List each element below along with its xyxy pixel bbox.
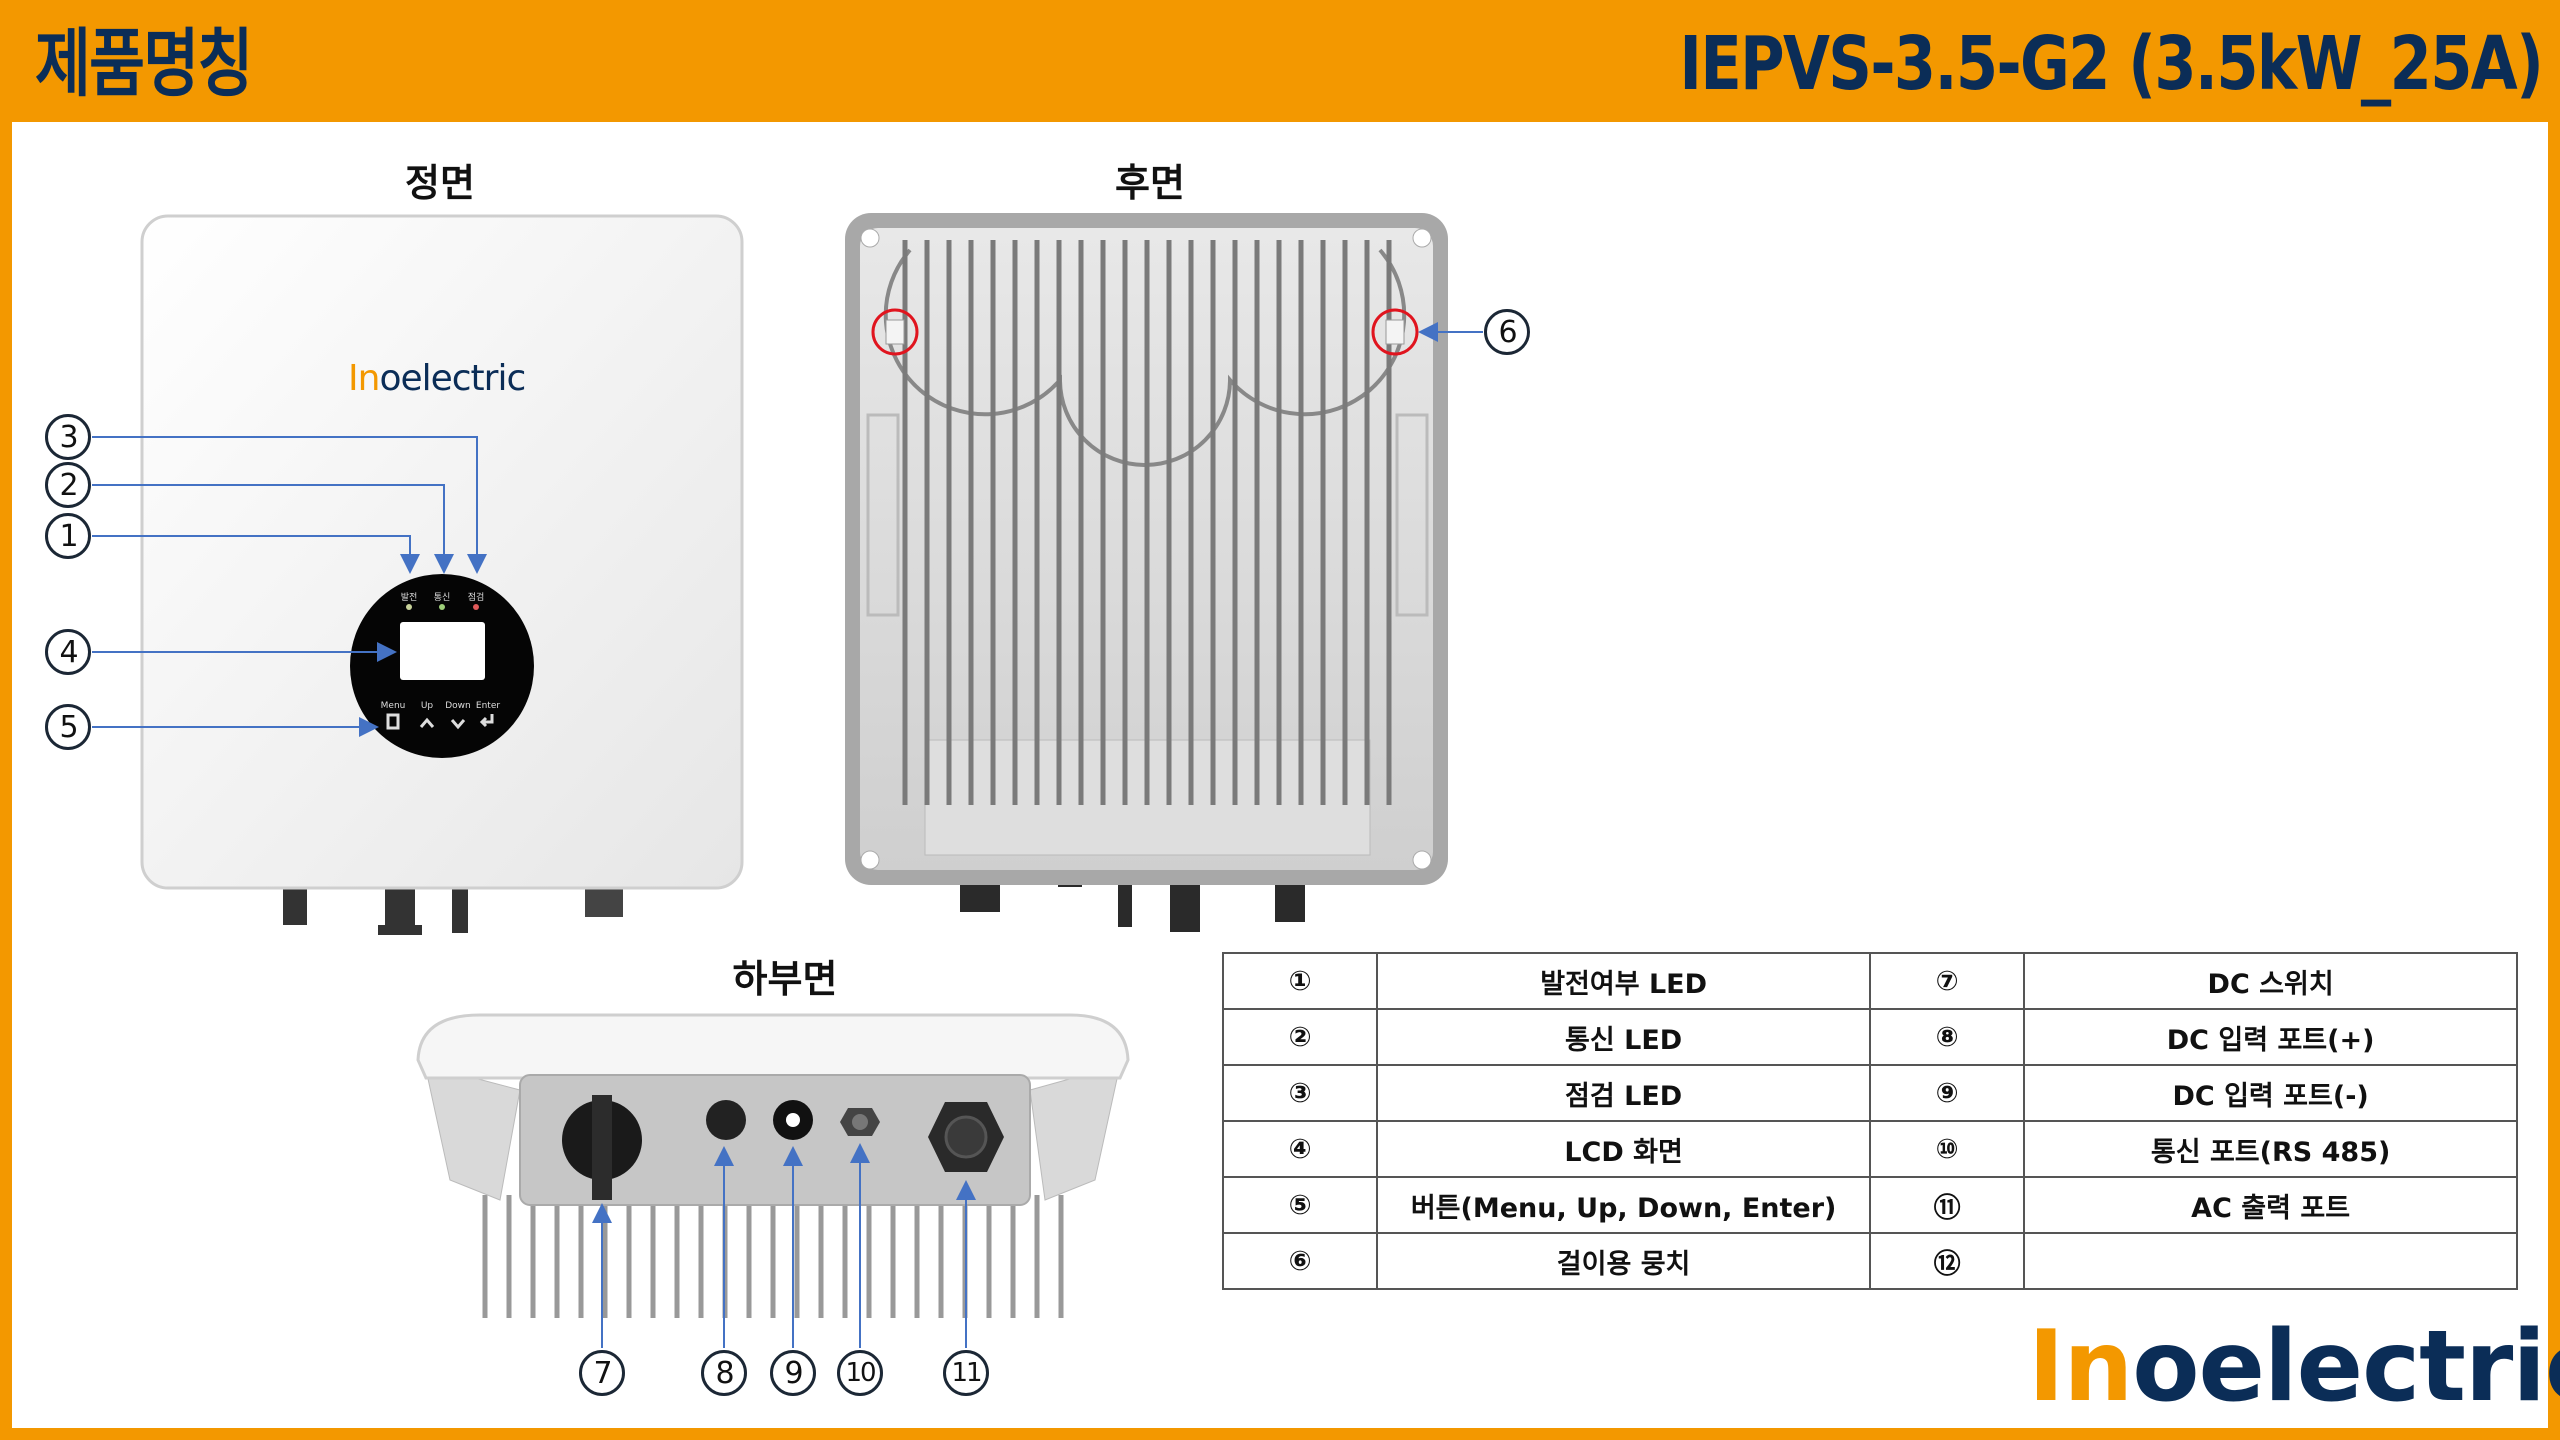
item-label: LCD 화면 — [1376, 1120, 1871, 1178]
button-menu[interactable]: Menu — [380, 701, 406, 711]
button-down[interactable]: Down — [445, 701, 471, 711]
callout-1: 1 — [45, 513, 91, 559]
model-name: IEPVS-3.5-G2 (3.5kW_25A) — [1679, 21, 2543, 107]
front-view-device — [140, 214, 744, 935]
item-number: ③ — [1221, 1064, 1379, 1122]
item-label: DC 스위치 — [2023, 952, 2518, 1010]
callout-9: 9 — [770, 1350, 816, 1396]
callout-10: 10 — [837, 1350, 883, 1396]
item-label: 통신 포트(RS 485) — [2023, 1120, 2518, 1178]
callout-6: 6 — [1484, 309, 1530, 355]
item-number: ① — [1221, 952, 1379, 1010]
item-number: ④ — [1221, 1120, 1379, 1178]
item-label: 통신 LED — [1376, 1008, 1871, 1066]
item-label: 걸이용 뭉치 — [1376, 1232, 1871, 1290]
front-callout-lines — [92, 436, 487, 737]
header-title: 제품명칭 — [35, 21, 253, 107]
rear-view-device — [845, 213, 1448, 932]
callout-4: 4 — [45, 629, 91, 675]
front-view-label: 정면 — [405, 161, 475, 205]
item-number: ⑤ — [1221, 1176, 1379, 1234]
callout-5: 5 — [45, 704, 91, 750]
item-number: ⑫ — [1868, 1232, 2026, 1290]
rear-view-label: 후면 — [1115, 161, 1185, 205]
hanging-bracket-highlight — [871, 308, 1419, 356]
dc-input-plus — [706, 1100, 746, 1140]
device-logo: Inoelectric — [348, 358, 526, 399]
led-label-power: 발전 — [400, 593, 418, 603]
led-label-comm: 통신 — [433, 593, 451, 603]
item-number: ⑪ — [1868, 1176, 2026, 1234]
item-number: ⑨ — [1868, 1064, 2026, 1122]
led-label-check: 점검 — [467, 593, 485, 603]
button-enter[interactable]: Enter — [475, 701, 501, 711]
callout-3: 3 — [45, 414, 91, 460]
lcd-screen — [400, 622, 485, 680]
item-number: ⑧ — [1868, 1008, 2026, 1066]
item-number: ⑦ — [1868, 952, 2026, 1010]
item-label: DC 입력 포트(-) — [2023, 1064, 2518, 1122]
callout-8: 8 — [701, 1350, 747, 1396]
item-label — [2023, 1232, 2518, 1290]
callout-2: 2 — [45, 462, 91, 508]
bottom-callout-lines — [592, 1143, 976, 1348]
item-number: ⑩ — [1868, 1120, 2026, 1178]
item-label: 버튼(Menu, Up, Down, Enter) — [1376, 1176, 1871, 1234]
button-up[interactable]: Up — [420, 701, 434, 711]
item-label: 점검 LED — [1376, 1064, 1871, 1122]
bottom-view-device — [416, 1013, 1130, 1318]
item-number: ⑥ — [1221, 1232, 1379, 1290]
item-label: AC 출력 포트 — [2023, 1176, 2518, 1234]
callout-7: 7 — [579, 1350, 625, 1396]
callout-11: 11 — [943, 1350, 989, 1396]
bottom-view-label: 하부면 — [732, 957, 838, 1001]
brand-logo: Inoelectric — [2028, 1310, 2560, 1424]
item-label: 발전여부 LED — [1376, 952, 1871, 1010]
item-label: DC 입력 포트(+) — [2023, 1008, 2518, 1066]
item-number: ② — [1221, 1008, 1379, 1066]
